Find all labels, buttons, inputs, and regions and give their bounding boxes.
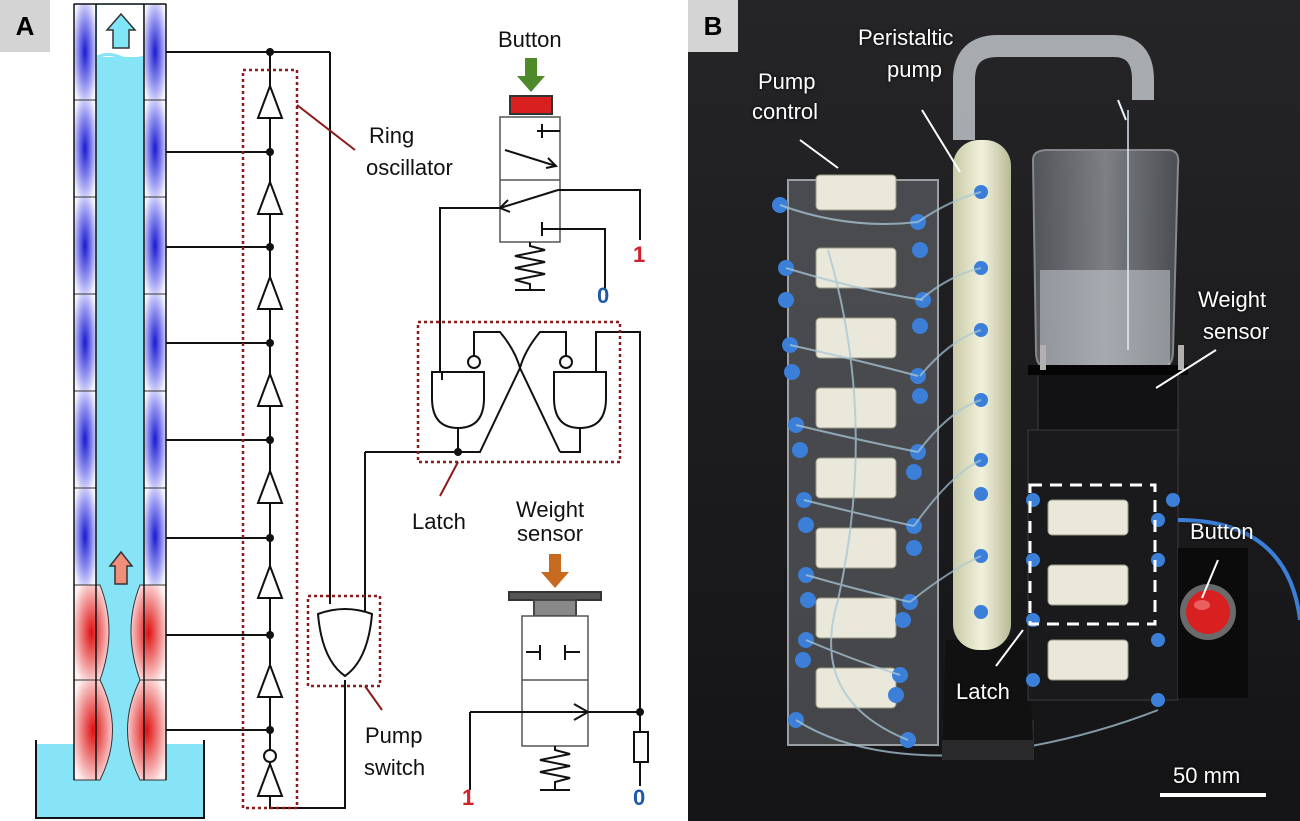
button-low-value: 0 <box>597 283 610 308</box>
peristaltic-pump-label-line2: pump <box>887 57 943 82</box>
pump-switch-outline <box>306 594 382 688</box>
button-arrow-icon <box>517 58 545 92</box>
peristaltic-pump-label-line1: Peristaltic <box>858 25 954 50</box>
pressure-arrow-up-icon <box>108 550 134 585</box>
button-high-value: 1 <box>633 242 646 267</box>
latch-label: Latch <box>956 679 1010 704</box>
blue-actuator-cells-left <box>73 3 97 586</box>
panel-b-tag: B <box>688 0 738 52</box>
button-label: Button <box>498 27 562 52</box>
button-label: Button <box>1190 519 1254 544</box>
actuator-column <box>73 3 167 781</box>
beaker <box>1031 110 1180 371</box>
actuator-wires <box>166 51 331 731</box>
pump-switch-label-line2: switch <box>364 755 426 780</box>
ring-oscillator-label-line1: Ring <box>369 123 415 148</box>
weight-sensor-label-line2: sensor <box>517 521 584 546</box>
weight-sensor-label-line1: Weight <box>1198 287 1267 312</box>
ring-oscillator-outline <box>241 68 299 810</box>
scale-bar-label: 50 mm <box>1173 763 1241 788</box>
weight-sensor-label-line1: Weight <box>516 497 585 522</box>
latch-gates <box>431 331 641 712</box>
pump-switch-gate <box>316 451 458 678</box>
pump-switch-label-line1: Pump <box>365 723 423 748</box>
red-button-icon <box>1180 584 1236 640</box>
ring-oscillator-label-line2: oscillator <box>366 155 453 180</box>
sensor-high-value: 1 <box>462 785 475 810</box>
panel-a-schematic: A Ring oscillator Button Latch Weight se… <box>0 0 649 819</box>
photo-illustration <box>688 0 1300 821</box>
ring-oscillator-chain <box>256 78 346 809</box>
callout-lines <box>799 109 1219 667</box>
sensor-low-value: 0 <box>633 785 646 810</box>
weight-sensor-valve <box>469 591 649 791</box>
panel-a-tag: A <box>0 0 50 52</box>
weight-sensor-label-line2: sensor <box>1203 319 1270 344</box>
red-actuator-cells <box>73 584 167 781</box>
latch-highlight-box <box>1028 483 1157 626</box>
button-valve <box>439 95 641 380</box>
pump-control-stack <box>772 174 1159 757</box>
pump-control-label-line1: Pump <box>758 69 816 94</box>
panel-b-photo: B Pump control Peristaltic pump Weight s… <box>688 0 1300 821</box>
pump-control-label-line2: control <box>752 99 819 124</box>
latch-label: Latch <box>412 509 466 534</box>
latch-outline <box>416 320 622 464</box>
blue-actuator-cells-right <box>143 3 167 586</box>
schematic-drawing <box>35 3 649 819</box>
peristaltic-pump-tube <box>909 35 1154 760</box>
flow-arrow-up-icon <box>105 12 137 49</box>
weight-arrow-icon <box>541 554 569 588</box>
